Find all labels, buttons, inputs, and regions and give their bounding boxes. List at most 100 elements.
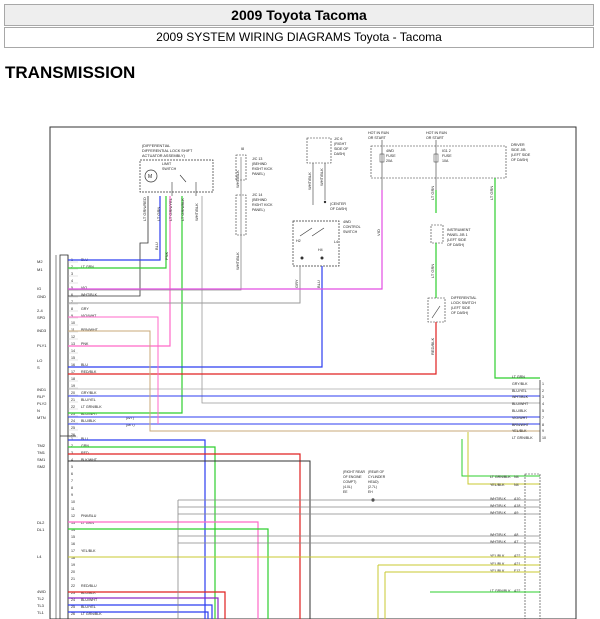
wire-label: WHT/BLK bbox=[194, 203, 199, 221]
wire-label: LT GRN bbox=[489, 186, 494, 200]
jc6-label: DASH) bbox=[334, 152, 345, 156]
right-wire-label: VIO/WHT bbox=[512, 416, 528, 420]
instrument-jb-label: INSTRUMENT bbox=[447, 228, 471, 232]
diff-lock-switch-label: DIFFERENTIAL bbox=[451, 296, 477, 300]
ecu-pin-label: DL1 bbox=[37, 527, 45, 532]
ecu-pin-label: L4 bbox=[37, 554, 42, 559]
fuse2-icon bbox=[433, 153, 439, 163]
ecu-pin-label: LO bbox=[37, 358, 42, 363]
connector-pin-number: 13 bbox=[71, 342, 75, 346]
wire-wht-ig bbox=[68, 157, 242, 291]
connector-pin-number: 15 bbox=[71, 535, 75, 539]
connector-pin-number: 8 bbox=[71, 486, 73, 490]
wire-ltgrn-dl1 bbox=[68, 528, 269, 619]
connector-pin-number: 15 bbox=[71, 356, 75, 360]
control-switch-label: CONTROL bbox=[343, 225, 361, 229]
connector-wire-label: GRN bbox=[81, 444, 89, 448]
right-lower-wire-label: YEL/BLK bbox=[490, 554, 505, 558]
connector-pin-number: 5 bbox=[71, 286, 73, 290]
wire-brn-wht bbox=[68, 330, 540, 432]
switch-pos-label: H2 bbox=[296, 239, 301, 243]
connector-pin-number: 17 bbox=[71, 370, 75, 374]
switch-blade bbox=[311, 227, 325, 237]
ground-label-4l: (RIGHT REAR bbox=[343, 470, 366, 474]
connector-pin-number: 2 bbox=[71, 444, 73, 448]
right-lower-wire-label: YEL/BLK bbox=[490, 562, 505, 566]
ecu-pin-label: TM1 bbox=[37, 450, 46, 455]
connector-pin-number: 17 bbox=[71, 549, 75, 553]
driver-jb-label: DRIVER bbox=[511, 143, 525, 147]
wire-label: LT GRN bbox=[430, 186, 435, 200]
wire-vio-wht bbox=[68, 316, 159, 424]
document-title: 2009 Toyota Tacoma bbox=[231, 7, 367, 23]
ecu-pin-label: 4WD bbox=[37, 589, 46, 594]
center-dash-label: OF DASH) bbox=[330, 207, 347, 211]
connector-wire-label: BLU/YEL bbox=[81, 398, 96, 402]
right-wire-label: GRY/BLK bbox=[512, 382, 528, 386]
hot-in-run-label: HOT IN RUN bbox=[426, 131, 447, 135]
actuator-housing bbox=[139, 159, 214, 193]
fuse1-label: 4WD bbox=[386, 149, 394, 153]
right-wire-label: BRN/WHT bbox=[512, 423, 530, 427]
connector-wire-label: BLU bbox=[81, 363, 88, 367]
wire-label: BLU bbox=[316, 280, 321, 288]
motor-icon bbox=[144, 169, 158, 183]
right-lower-wire-label: WHT/BLK bbox=[490, 540, 507, 544]
wire-ltgrn-blk bbox=[68, 196, 183, 414]
connector-pin-number: 11 bbox=[71, 507, 75, 511]
connector-wire-label: WHT/BLK bbox=[81, 293, 98, 297]
wire-label: WHT/BLK bbox=[235, 170, 240, 188]
right-wire-label: LT GRN bbox=[512, 375, 525, 379]
hot-in-run-label: OR START bbox=[368, 136, 387, 140]
jc14-label: (BEHIND bbox=[252, 198, 267, 202]
ecu-pin-label: GND bbox=[37, 294, 46, 299]
ground-label-27l: CYLINDER bbox=[368, 475, 386, 479]
ground-label-27l: (REAR OF bbox=[368, 470, 384, 474]
wire-label: RED/BLK bbox=[430, 338, 435, 355]
driver-jb-box bbox=[370, 145, 507, 179]
limit-switch-label: LIMIT bbox=[162, 162, 172, 166]
connector-pin-number: 7 bbox=[71, 479, 73, 483]
switch-blade bbox=[299, 227, 313, 237]
right-lower-wire-label: YEL/BLK bbox=[490, 483, 505, 487]
switch-contact bbox=[300, 256, 304, 260]
connector-pin-number: 8 bbox=[71, 307, 73, 311]
jc14-label: PANEL) bbox=[252, 208, 265, 212]
right-wire-label: BLU/YEL bbox=[512, 389, 527, 393]
wire-label: PNK bbox=[164, 251, 169, 260]
center-dash-label: (CENTER bbox=[330, 202, 346, 206]
wire-label: LT GRN bbox=[156, 207, 161, 221]
jc13-label: RIGHT KICK bbox=[252, 167, 273, 171]
right-pin-number: 8 bbox=[542, 423, 544, 427]
connector-note: (M/T) bbox=[126, 423, 135, 427]
instrument-jb-label: OF DASH) bbox=[447, 243, 464, 247]
connector-wire-label: LT GRN/BLK bbox=[81, 612, 102, 616]
connector-pin-number: 22 bbox=[71, 405, 75, 409]
ecu-pin-label: SM2 bbox=[37, 464, 46, 469]
connector-pin-number: 12 bbox=[71, 514, 75, 518]
connector-pin-number: 10 bbox=[71, 500, 75, 504]
fuse1-label: FUSE bbox=[386, 154, 396, 158]
wire-blu-l4 bbox=[68, 266, 323, 368]
right-lower-wire-label: WHT/BLK bbox=[490, 497, 507, 501]
jc6-label: (RIGHT bbox=[334, 142, 347, 146]
control-switch-box bbox=[292, 220, 340, 267]
diff-lock-switch-label: LOCK SWITCH bbox=[451, 301, 476, 305]
connector-pin-number: 14 bbox=[71, 528, 75, 532]
connector-wire-label: BLU/BLK bbox=[81, 419, 96, 423]
wire-blu-blk-tl2 bbox=[68, 597, 219, 619]
connector-pin-number: 11 bbox=[71, 328, 75, 332]
wire-red-blk bbox=[68, 322, 437, 375]
right-lower-wire-label: YEL/BLK bbox=[490, 569, 505, 573]
connector-wire-label: PNK bbox=[81, 342, 89, 346]
jc13-label: J/C 13 bbox=[252, 157, 262, 161]
wire-label: LT GRN/RED bbox=[142, 197, 147, 221]
ecu-pin-label: N bbox=[37, 408, 40, 413]
connector-pin-number: 16 bbox=[71, 363, 75, 367]
connector-pin-number: 23 bbox=[71, 412, 75, 416]
ecu-pin-label: TM2 bbox=[37, 443, 46, 448]
ecu-pin-label: DL2 bbox=[37, 520, 45, 525]
wire-label: LT GRN/BLK bbox=[180, 198, 185, 221]
right-wire-label: BLU/WHT bbox=[512, 402, 529, 406]
connector-pin-number: 22 bbox=[71, 584, 75, 588]
